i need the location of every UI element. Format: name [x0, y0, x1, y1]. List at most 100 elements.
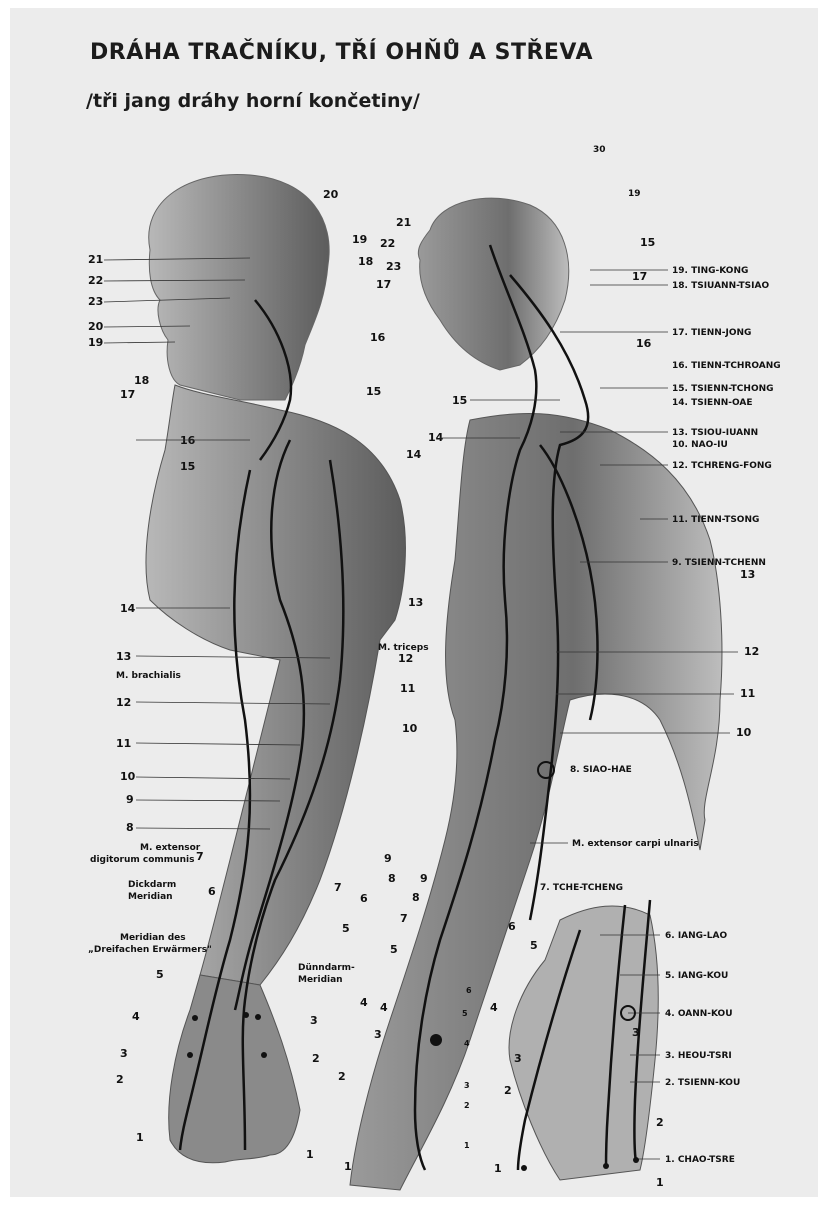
hand-left-2: 2 — [504, 1084, 512, 1097]
left-arm-label-8: 8 — [126, 821, 134, 834]
right-fig-5: 5 — [390, 943, 398, 956]
point-17: 17. TIENN-JONG — [672, 328, 751, 338]
point-15: 15. TSIENN-TCHONG — [672, 384, 774, 394]
left-head-label-23: 23 — [88, 295, 103, 308]
right-fig-1: 1 — [344, 1160, 352, 1173]
right-fig-11: 11 — [740, 687, 755, 700]
right-head-15: 15 — [640, 236, 655, 249]
right-fig-2: 2 — [338, 1070, 346, 1083]
point-4: 4. OANN-KOU — [665, 1009, 733, 1019]
right-fig-8: 8 — [412, 891, 420, 904]
left-arm-right-3: 3 — [310, 1014, 318, 1027]
extensor-label-2: digitorum communis — [90, 855, 194, 865]
left-head-label-16b: 16 — [370, 331, 386, 344]
right-fig-4: 4 — [380, 1001, 388, 1014]
left-arm-label-4: 4 — [132, 1010, 140, 1023]
left-arm-label-3: 3 — [120, 1047, 128, 1060]
left-arm-right-2: 2 — [312, 1052, 320, 1065]
left-arm-label-2: 2 — [116, 1073, 124, 1086]
extensor-label: M. extensor — [140, 843, 201, 853]
left-head-label-17: 17 — [120, 388, 135, 401]
hand-left-5: 5 — [530, 939, 538, 952]
point-8: 8. SIAO-HAE — [570, 765, 632, 775]
carpi-ulnaris-label: M. extensor carpi ulnaris — [572, 839, 699, 849]
dreifachen-label: Meridian des — [120, 933, 186, 943]
left-arm-right-7: 7 — [334, 881, 342, 894]
left-arm-label-10: 10 — [120, 770, 136, 783]
right-fig-14: 14 — [428, 431, 444, 444]
left-head-label-21: 21 — [88, 253, 103, 266]
dickdarm-label-2: Meridian — [128, 892, 173, 902]
left-head-label-22: 22 — [88, 274, 103, 287]
left-arm-label-6: 6 — [208, 885, 216, 898]
point-16: 16. TIENN-TCHROANG — [672, 361, 781, 371]
left-figure — [146, 174, 405, 1162]
left-head-label-14b: 14 — [406, 448, 422, 461]
dunndarm-label-2: Meridian — [298, 975, 343, 985]
left-arm-label-12: 12 — [116, 696, 131, 709]
left-arm-right-8: 8 — [388, 872, 396, 885]
left-arm-label-15: 15 — [180, 460, 195, 473]
forearm-mark-5: 5 — [462, 1009, 468, 1018]
forearm-mark-1: 1 — [464, 1141, 470, 1150]
left-head-label-15b: 15 — [366, 385, 381, 398]
left-head-label-20: 20 — [88, 320, 104, 333]
left-arm-label-5: 5 — [156, 968, 164, 981]
point-9: 9. TSIENN-TCHENN — [672, 558, 766, 568]
forearm-mark-4: 4 — [464, 1039, 470, 1048]
triceps-label: M. triceps — [378, 643, 429, 653]
dunndarm-label: Dünndarm- — [298, 963, 355, 973]
forearm-mark-3: 3 — [464, 1081, 470, 1090]
point-18: 18. TSIUANN-TSIAO — [672, 281, 769, 291]
right-head-17: 17 — [632, 270, 647, 283]
left-arm-right-10: 10 — [402, 722, 418, 735]
point-13: 13. TSIOU-IUANN — [672, 428, 758, 438]
left-head-label-17b: 17 — [376, 278, 391, 291]
left-arm-label-11: 11 — [116, 737, 131, 750]
right-head-30: 30 — [593, 145, 606, 155]
hand-left-4: 4 — [490, 1001, 498, 1014]
right-fig-12: 12 — [744, 645, 759, 658]
right-head-23: 23 — [386, 260, 401, 273]
left-arm-label-1: 1 — [136, 1131, 144, 1144]
left-arm-right-9: 9 — [384, 852, 392, 865]
right-fig-16: 16 — [636, 337, 652, 350]
point-12: 12. TCHRENG-FONG — [672, 461, 772, 471]
dreifachen-label-2: „Dreifachen Erwärmers" — [88, 945, 212, 955]
dickdarm-label: Dickdarm — [128, 880, 176, 890]
point-19: 19. TING-KONG — [672, 266, 748, 276]
left-arm-right-11: 11 — [400, 682, 415, 695]
right-fig-15: 15 — [452, 394, 467, 407]
left-head-label-20b: 20 — [323, 188, 339, 201]
forearm-mark-2: 2 — [464, 1101, 470, 1110]
right-fig-13: 13 — [740, 568, 755, 581]
hand-left-1: 1 — [494, 1162, 502, 1175]
right-fig-6: 6 — [508, 920, 516, 933]
point-7: 7. TCHE-TCHENG — [540, 883, 623, 893]
left-arm-label-14: 14 — [120, 602, 136, 615]
left-head-label-19b: 19 — [352, 233, 367, 246]
right-head-19: 19 — [628, 189, 641, 199]
left-arm-right-12: 12 — [398, 652, 413, 665]
point-6: 6. IANG-LAO — [665, 931, 727, 941]
left-arm-right-4: 4 — [360, 996, 368, 1009]
point-10: 10. NAO-IU — [672, 440, 728, 450]
hand-left-3: 3 — [514, 1052, 522, 1065]
right-head-22: 22 — [380, 237, 395, 250]
left-arm-right-6: 6 — [360, 892, 368, 905]
right-fig-3: 3 — [374, 1028, 382, 1041]
right-fig-10: 10 — [736, 726, 752, 739]
forearm-mark-6: 6 — [466, 986, 472, 995]
point-5: 5. IANG-KOU — [665, 971, 728, 981]
left-arm-right-13: 13 — [408, 596, 423, 609]
hand-right-2: 2 — [656, 1116, 664, 1129]
point-14: 14. TSIENN-OAE — [672, 398, 753, 408]
left-arm-label-9: 9 — [126, 793, 134, 806]
left-forearm-hand — [169, 975, 300, 1163]
left-arm-label-16: 16 — [180, 434, 196, 447]
left-arm-label-13: 13 — [116, 650, 131, 663]
point-11: 11. TIENN-TSONG — [672, 515, 759, 525]
point-2: 2. TSIENN-KOU — [665, 1078, 740, 1088]
